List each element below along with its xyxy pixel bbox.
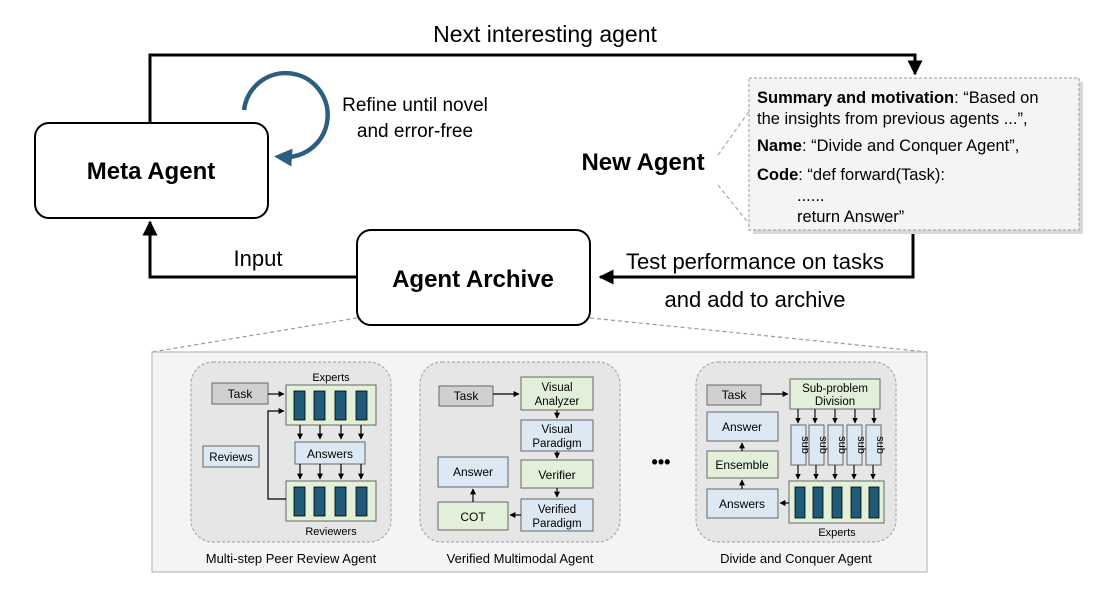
refine-label-line1: Refine until novel: [342, 95, 488, 116]
card-code-key: Code: [757, 166, 798, 184]
refine-cycle-arrow: [241, 70, 330, 167]
add-to-archive-label: and add to archive: [664, 287, 845, 312]
card-code-line2: ......: [797, 187, 825, 205]
new-agent-label: New Agent: [581, 149, 704, 176]
dc-subproblem-2: Division: [815, 396, 855, 408]
card-name-key: Name: [757, 137, 802, 155]
card-summary-key: Summary and motivation: [757, 89, 954, 107]
mm-answer-label: Answer: [453, 465, 493, 479]
dc-ensemble-box: [706, 450, 779, 479]
meta-agent-box: [34, 122, 269, 219]
peer-feedback-arrow: [267, 408, 286, 500]
peer-expert-block: [313, 390, 326, 421]
top-loop-arrow: [148, 53, 923, 122]
card-summary-text1: : “Based on: [954, 89, 1038, 107]
card-code-line3: return Answer”: [797, 208, 904, 226]
dc-subproblem-box: [789, 378, 881, 410]
dc-sub-label: sub: [817, 436, 829, 454]
dc-task-label: Task: [722, 388, 748, 402]
dc-sub-label: sub: [799, 436, 811, 454]
peer-expert-block: [293, 390, 306, 421]
card-name-line: Name: “Divide and Conquer Agent”,: [757, 137, 1019, 155]
dc-expert-block: [812, 486, 824, 519]
dc-answer-label: Answer: [722, 420, 762, 434]
peer-expert-block: [355, 390, 368, 421]
mm-verifier-label: Verifier: [538, 468, 575, 482]
input-label: Input: [234, 246, 283, 271]
divide-caption: Divide and Conquer Agent: [720, 551, 872, 566]
ellipsis: •••: [652, 452, 671, 472]
dc-expert-block: [794, 486, 806, 519]
refine-label-line2: and error-free: [357, 121, 473, 142]
mm-visual-paradigm-2: Paradigm: [532, 438, 581, 450]
test-performance-label: Test performance on tasks: [626, 249, 884, 274]
dc-expert-block: [831, 486, 843, 519]
mm-verified-paradigm-2: Paradigm: [532, 518, 581, 530]
peer-answers-label: Answers: [307, 447, 353, 461]
peer-task-label: Task: [228, 387, 254, 401]
peer-reviewer-block: [334, 486, 347, 517]
mm-visual-analyzer-box: [520, 376, 594, 411]
peer-answers-box: [294, 441, 366, 465]
test-performance-arrow: [598, 234, 915, 285]
new-agent-card: [748, 77, 1080, 231]
dc-answers-label: Answers: [719, 497, 765, 511]
peer-reviewer-block: [355, 486, 368, 517]
dc-sub-label: sub: [836, 436, 848, 454]
mm-visual-paradigm-box: [520, 419, 594, 452]
mm-visual-analyzer-2: Analyzer: [535, 396, 580, 408]
peer-reviewer-block: [313, 486, 326, 517]
agent-archive-label: Agent Archive: [392, 266, 554, 293]
mm-verified-paradigm-box: [520, 498, 594, 532]
agent-archive-box: [356, 229, 591, 326]
card-summary-text2: the insights from previous agents ...”,: [757, 110, 1028, 128]
dc-subproblem-1: Sub-problem: [802, 383, 868, 395]
peer-reviewers-label: Reviewers: [305, 526, 357, 538]
peer-reviews-label: Reviews: [209, 452, 253, 464]
mm-visual-analyzer-1: Visual: [541, 382, 572, 394]
multimodal-agent: Task Visual Analyzer Visual Paradigm Ver…: [419, 361, 621, 566]
dc-answers-box: [706, 488, 779, 519]
card-name-text: : “Divide and Conquer Agent”,: [802, 137, 1019, 155]
top-arrow-label: Next interesting agent: [433, 21, 657, 47]
peer-expert-block: [334, 390, 347, 421]
dc-task-box: [706, 384, 762, 406]
card-code-line: Code: “def forward(Task):: [757, 166, 945, 184]
multimodal-caption: Verified Multimodal Agent: [447, 551, 594, 566]
dc-ensemble-label: Ensemble: [715, 458, 769, 472]
card-guide-top: [717, 109, 751, 156]
peer-reviews-box: [202, 445, 260, 468]
dc-answer-box: [706, 411, 779, 442]
peer-experts-label: Experts: [312, 372, 350, 384]
divide-conquer-agent: Task Sub-problem Division sub sub sub su…: [695, 361, 897, 566]
mm-answer-box: [437, 456, 509, 488]
mm-cot-label: COT: [460, 510, 486, 524]
peer-review-agent: Experts Task Answers Reviews Reviewers M…: [190, 361, 392, 566]
card-summary-line: Summary and motivation: “Based on: [757, 89, 1039, 107]
meta-agent-label: Meta Agent: [87, 158, 215, 185]
card-code-text: : “def forward(Task):: [798, 166, 945, 184]
dc-expert-block: [868, 486, 880, 519]
peer-review-caption: Multi-step Peer Review Agent: [206, 551, 377, 566]
mm-visual-paradigm-1: Visual: [541, 424, 572, 436]
dc-sub-label: sub: [874, 436, 886, 454]
dc-experts-label: Experts: [818, 527, 856, 539]
mm-verifier-box: [520, 459, 594, 489]
archive-guide-right: [589, 317, 928, 353]
input-arrow: [142, 220, 357, 279]
mm-task-box: [438, 385, 494, 407]
peer-reviewer-block: [293, 486, 306, 517]
card-guide-bottom: [717, 184, 751, 226]
mm-verified-paradigm-1: Verified: [538, 504, 576, 516]
mm-task-label: Task: [454, 389, 480, 403]
archive-guide-left: [151, 317, 358, 353]
dc-sub-label: sub: [855, 436, 867, 454]
mm-cot-box: [437, 501, 509, 531]
dc-expert-block: [850, 486, 862, 519]
